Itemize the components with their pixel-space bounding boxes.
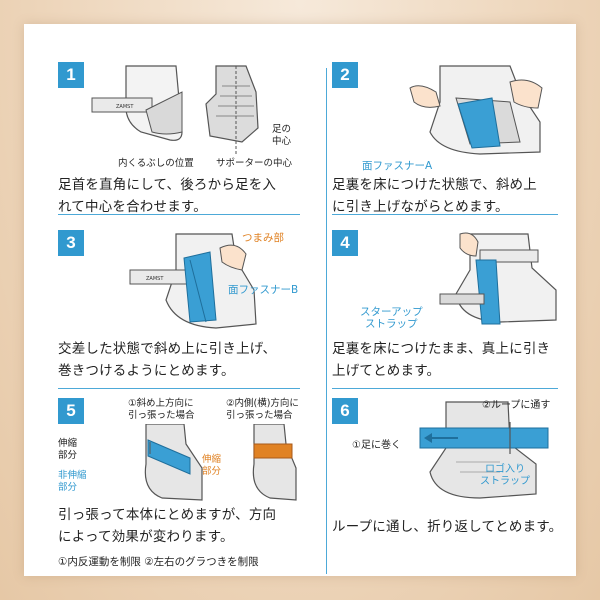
step-6-illustration (360, 398, 572, 502)
step-2-illustration (360, 62, 572, 166)
step-3-text: 交差した状態で斜め上に引き上げ、 巻きつけるようにとめます。 (58, 341, 277, 379)
row-divider-right-1 (332, 214, 558, 215)
step-6-text: ループに通し、折り返してとめます。 (332, 519, 563, 535)
ankle-strap-b-illustration: ZAMST (129, 233, 257, 329)
step-5: 5 ①斜め上方向に 引っ張った場合 ②内側(横)方向に 引っ張った場合 伸縮 部… (58, 398, 300, 576)
label-elastic-part: 伸縮 部分 (58, 438, 78, 461)
label-pinch-part: つまみ部 (242, 232, 284, 244)
step-4-illustration (360, 230, 572, 334)
ankle-strap-a-illustration (409, 65, 543, 155)
step-5-illustration (86, 424, 298, 508)
step-6: 6 ②ループに通す ①足に巻く ロゴ入り ストラップ ループに通し、折り返してと… (332, 398, 574, 568)
step-number: 2 (332, 62, 358, 88)
label-non-elastic-part: 非伸縮 部分 (58, 470, 87, 493)
row-divider-right-2 (332, 388, 558, 389)
step-number: 5 (58, 398, 84, 424)
step-2: 2 面ファスナーA 足裏を床につけた状態で、斜め上 に引き上げながらとめます。 (332, 62, 574, 232)
step-1: 1 ZAMST 内くるぶしの位置 サポーターの中心 足の 中心 足首を直角にして… (58, 62, 300, 232)
label-fastener-a: 面ファスナーA (362, 160, 433, 172)
row-divider-left-1 (58, 214, 300, 215)
instruction-card: 1 ZAMST 内くるぶしの位置 サポーターの中心 足の 中心 足首を直角にして… (24, 24, 576, 576)
label-stirrup-strap: スターアップ ストラップ (360, 306, 423, 330)
label-wrap-foot: ①足に巻く (352, 440, 401, 451)
step-number: 3 (58, 230, 84, 256)
label-logo-strap: ロゴ入り ストラップ (480, 464, 530, 487)
step-3: 3 ZAMST つまみ部 面ファスナーB 交差した状態で斜め上に引き上げ、 巻き… (58, 230, 300, 400)
column-divider (326, 68, 327, 574)
logo-strap-illustration (419, 401, 549, 499)
step-4: 4 スターアップ ストラップ 足裏を床につけたまま、真上に引き 上げてとめます。 (332, 230, 574, 400)
label-elastic-part-orange: 伸縮 部分 (202, 454, 222, 477)
label-inner-ankle-position: 内くるぶしの位置 (118, 158, 194, 169)
step-5-text: 引っ張って本体にとめますが、方向 によって効果が変わります。 (58, 507, 277, 545)
step-number: 6 (332, 398, 358, 424)
step-4-text: 足裏を床につけたまま、真上に引き 上げてとめます。 (332, 341, 551, 379)
label-through-loop: ②ループに通す (482, 400, 551, 411)
label-pull-diagonal: ①斜め上方向に 引っ張った場合 (128, 398, 195, 421)
svg-text:ZAMST: ZAMST (116, 104, 134, 110)
step-number: 4 (332, 230, 358, 256)
label-support-center: サポーターの中心 (216, 158, 293, 169)
svg-text:ZAMST: ZAMST (146, 276, 164, 282)
step-1-text: 足首を直角にして、後ろから足を入 れて中心を合わせます。 (58, 177, 277, 215)
ankle-support-illustration: ZAMST (91, 65, 259, 154)
pull-direction-illustration (144, 424, 297, 501)
step-5-footnote: ①内反運動を制限 ②左右のグラつきを制限 (58, 556, 259, 568)
label-pull-inward: ②内側(横)方向に 引っ張った場合 (226, 398, 299, 421)
step-2-text: 足裏を床につけた状態で、斜め上 に引き上げながらとめます。 (332, 177, 537, 215)
stirrup-strap-illustration (439, 232, 557, 325)
row-divider-left-2 (58, 388, 300, 389)
step-1-illustration: ZAMST (86, 62, 298, 166)
step-3-illustration: ZAMST (86, 230, 298, 334)
label-foot-center: 足の 中心 (272, 124, 292, 147)
step-number: 1 (58, 62, 84, 88)
label-fastener-b: 面ファスナーB (228, 284, 299, 296)
